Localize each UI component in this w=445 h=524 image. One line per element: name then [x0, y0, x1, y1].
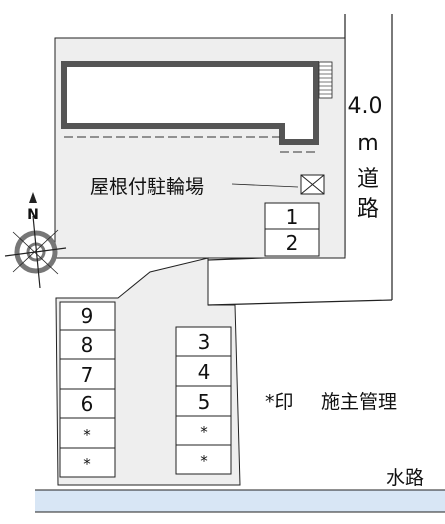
- parking-space: [175, 326, 232, 357]
- parking-space-label: 7: [81, 363, 94, 387]
- parking-space: [59, 301, 116, 331]
- parking-space: [175, 355, 232, 387]
- waterway: [35, 490, 445, 512]
- parking-space-label: 5: [198, 390, 211, 414]
- parking-space: [175, 415, 232, 446]
- parking-space-label: 4: [198, 360, 211, 384]
- parking-space: [264, 228, 320, 257]
- parking-space: [264, 202, 320, 230]
- parking-space-label: *: [200, 452, 208, 470]
- lot-connector: [207, 299, 393, 306]
- waterway-label: 水路: [386, 467, 424, 489]
- parking-space: [175, 385, 232, 417]
- parking-space-label: 8: [81, 333, 94, 357]
- bicycle-parking-label: 屋根付駐輪場: [90, 176, 204, 198]
- bicycle-parking-icon: [300, 174, 325, 195]
- road-name-char-2: 路: [357, 197, 379, 222]
- bicycle-parking-leader: [231, 183, 299, 188]
- parking-space-label: 2: [286, 231, 299, 255]
- parking-space-label: 6: [81, 392, 94, 416]
- parking-space-label: 3: [198, 330, 211, 354]
- parking-space: [175, 444, 232, 475]
- compass-north-label: N: [27, 207, 39, 223]
- parking-group-left: 9 8 7 6 * *: [59, 301, 116, 478]
- parking-group-center: 3 4 5 * *: [175, 326, 232, 475]
- parking-group-upper: 1 2: [264, 202, 320, 257]
- legend-text: 施主管理: [321, 391, 397, 413]
- road-width-label: 4.0: [348, 94, 383, 119]
- parking-space: [59, 358, 116, 390]
- parking-space-label: *: [83, 426, 91, 444]
- road-name-char-1: 道: [357, 167, 379, 192]
- road-unit-label: m: [357, 131, 378, 156]
- building-outline: [61, 61, 319, 145]
- parking-space-label: 1: [286, 205, 299, 229]
- parking-space-label: 9: [81, 304, 94, 328]
- parking-space: [59, 417, 116, 449]
- stairs-icon: [318, 61, 333, 99]
- parking-space-label: *: [83, 455, 91, 473]
- parking-space: [59, 388, 116, 419]
- parking-space-label: *: [200, 423, 208, 441]
- compass-icon: N: [4, 192, 67, 289]
- legend-mark: *印: [265, 391, 294, 413]
- parking-space: [59, 447, 116, 478]
